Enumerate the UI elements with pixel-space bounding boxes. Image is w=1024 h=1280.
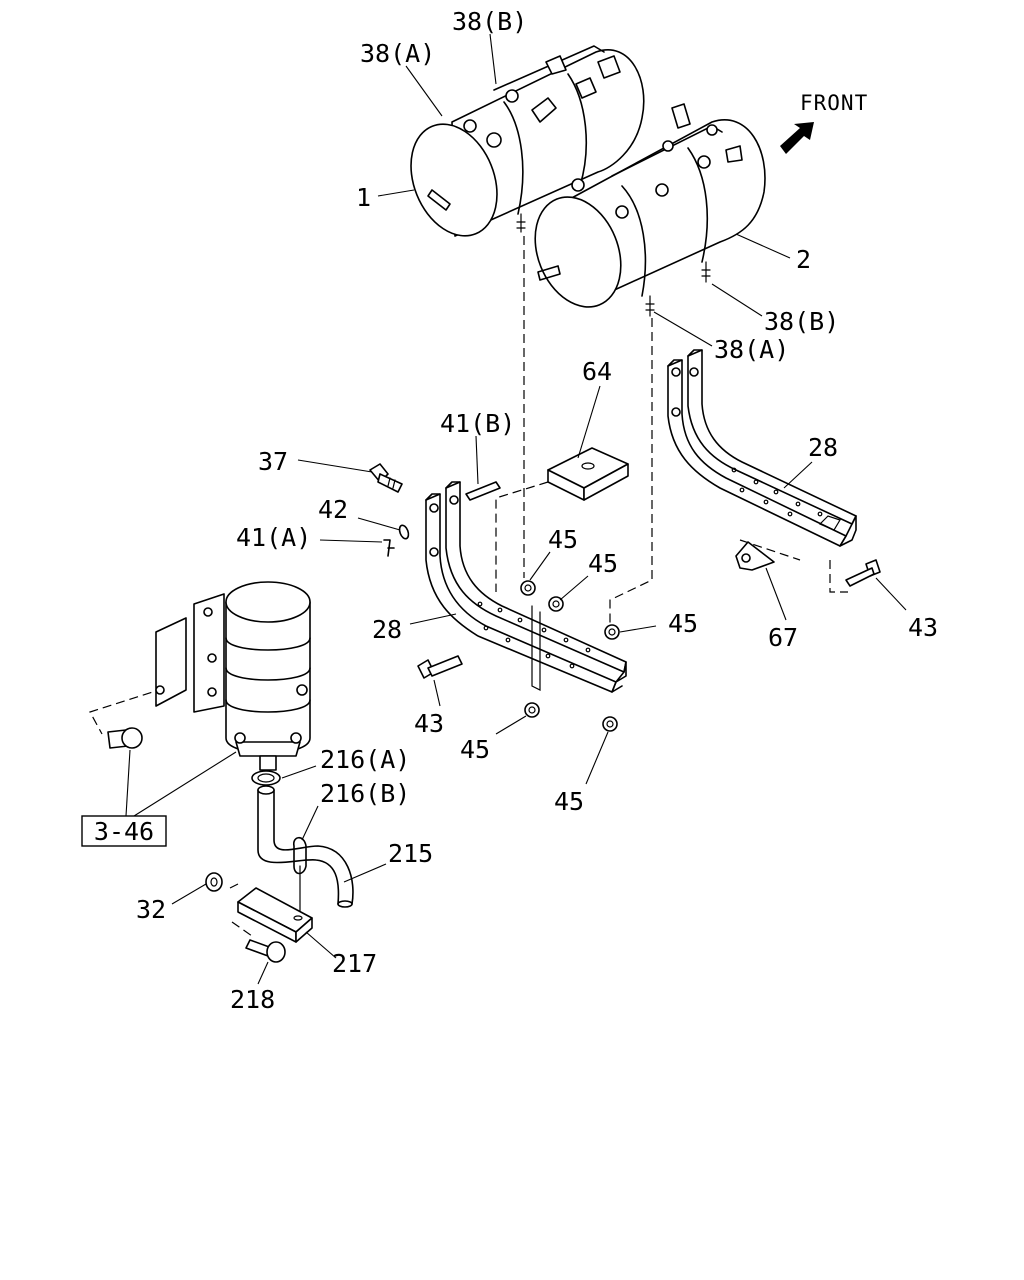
pin-41a bbox=[383, 539, 395, 557]
hose-215 bbox=[257, 785, 354, 908]
callout-28-left: 28 bbox=[372, 615, 402, 644]
callout-45-e: 45 bbox=[554, 787, 584, 816]
callout-43-left: 43 bbox=[414, 709, 444, 738]
bolt-dryer bbox=[107, 727, 143, 749]
bolt-43-left bbox=[417, 655, 463, 679]
plate-64 bbox=[547, 447, 629, 501]
callout-67: 67 bbox=[768, 623, 798, 652]
bracket-28-right bbox=[667, 349, 857, 547]
bolt-218 bbox=[245, 939, 286, 963]
nut-45-b bbox=[548, 596, 564, 612]
callout-37: 37 bbox=[258, 447, 288, 476]
callout-45-b: 45 bbox=[588, 549, 618, 578]
callout-1: 1 bbox=[356, 183, 371, 212]
air-tank-1 bbox=[410, 45, 645, 237]
callout-45-d: 45 bbox=[460, 735, 490, 764]
callout-215: 215 bbox=[388, 839, 433, 868]
callout-42: 42 bbox=[318, 495, 348, 524]
callout-38a-top: 38(A) bbox=[360, 39, 435, 68]
callout-2: 2 bbox=[796, 245, 811, 274]
callout-32: 32 bbox=[136, 895, 166, 924]
nut-45-a bbox=[520, 580, 536, 596]
leader-lines bbox=[125, 33, 907, 985]
front-label: FRONT bbox=[800, 91, 868, 115]
callout-45-c: 45 bbox=[668, 609, 698, 638]
callout-labels: 38(A) 38(B) 1 2 38(B) 38(A) 64 41(B) 37 … bbox=[136, 7, 938, 1014]
front-arrow-icon bbox=[780, 122, 814, 154]
nut-45-c bbox=[604, 624, 620, 640]
reference-box: 3-46 bbox=[81, 815, 167, 847]
bolt-37 bbox=[369, 463, 403, 493]
pin-41b bbox=[465, 481, 501, 501]
clamp-216b bbox=[293, 836, 307, 913]
air-dryer bbox=[155, 581, 311, 771]
callout-28-right: 28 bbox=[808, 433, 838, 462]
nut-45-e bbox=[602, 716, 618, 732]
callout-216b: 216(B) bbox=[320, 779, 410, 808]
front-indicator: FRONT bbox=[780, 91, 868, 154]
callout-38a-right: 38(A) bbox=[714, 335, 789, 364]
callout-38b-right: 38(B) bbox=[764, 307, 839, 336]
bracket-28-left bbox=[425, 481, 627, 693]
callout-38b-top: 38(B) bbox=[452, 7, 527, 36]
callout-217: 217 bbox=[332, 949, 377, 978]
alignment-lines bbox=[89, 236, 848, 735]
callout-43-right: 43 bbox=[908, 613, 938, 642]
reference-box-label: 3-46 bbox=[94, 817, 154, 846]
callout-41b: 41(B) bbox=[440, 409, 515, 438]
bolt-43-right bbox=[845, 559, 881, 587]
washer-42 bbox=[398, 524, 410, 540]
plate-67 bbox=[735, 541, 775, 571]
callout-41a: 41(A) bbox=[236, 523, 311, 552]
callout-218: 218 bbox=[230, 985, 275, 1014]
clamp-216a bbox=[251, 770, 281, 786]
air-tank-2 bbox=[534, 103, 766, 317]
callout-216a: 216(A) bbox=[320, 745, 410, 774]
callout-45-a: 45 bbox=[548, 525, 578, 554]
callout-64: 64 bbox=[582, 357, 612, 386]
nut-45-d bbox=[524, 702, 540, 718]
nut-32 bbox=[205, 872, 223, 892]
bracket-217 bbox=[229, 883, 313, 943]
